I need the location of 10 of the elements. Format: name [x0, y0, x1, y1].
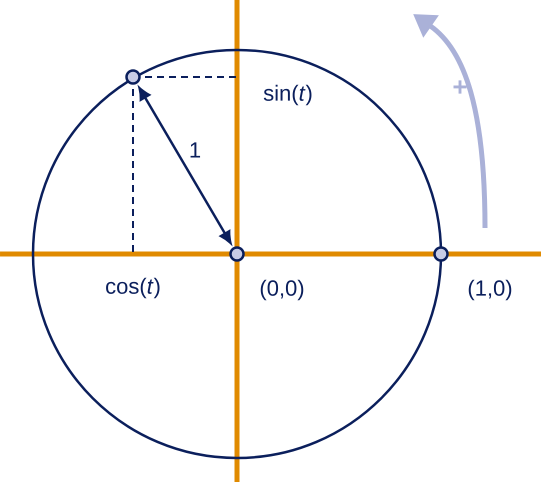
- point-marker: [229, 246, 245, 262]
- axis-label: cos(t): [106, 278, 160, 298]
- double-arrow: [138, 87, 232, 244]
- point-marker: [433, 246, 449, 262]
- axis-label: sin(t): [264, 84, 312, 106]
- edge-label: 1: [190, 142, 200, 158]
- sign-label: +: [454, 80, 467, 94]
- point-marker: [125, 69, 141, 85]
- coordinate-label: (1,0): [468, 280, 512, 300]
- coordinate-label: (0,0): [260, 280, 304, 300]
